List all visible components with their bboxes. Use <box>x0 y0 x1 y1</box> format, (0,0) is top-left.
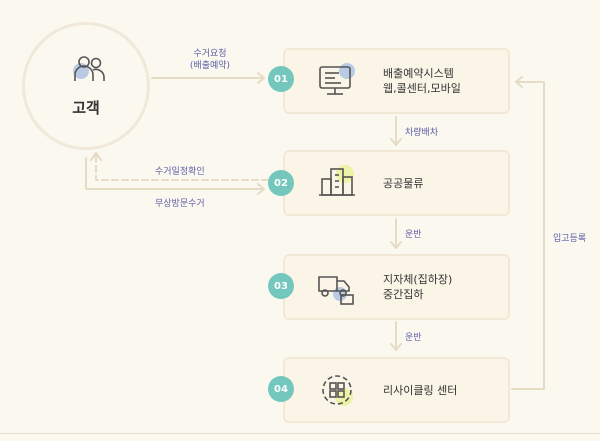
step-badge: 01 <box>268 66 294 92</box>
arrow-confirm <box>95 153 269 181</box>
step-badge: 02 <box>268 170 294 196</box>
monitor-icon <box>319 63 355 95</box>
dispatch-label: 차량배차 <box>405 128 439 138</box>
request-label-line: 수거요청 <box>193 49 227 59</box>
confirm-label: 수거일정확인 <box>155 167 205 177</box>
step-line: 중간집하 <box>383 288 424 301</box>
customer-node: 고객 <box>22 22 150 150</box>
customer-label: 고객 <box>72 99 100 117</box>
free-visit-label: 무상방문수거 <box>155 199 205 209</box>
bottom-divider <box>0 433 600 434</box>
step-line: 공공물류 <box>383 176 424 190</box>
step-text: 리사이클링 센터 <box>383 359 502 421</box>
request-label-line: (배출예약) <box>189 61 231 71</box>
arrow-warehousing <box>511 81 545 390</box>
request-label: 수거요청 (배출예약) <box>178 48 242 72</box>
recycle-icon <box>322 375 353 406</box>
step-text: 지자체(집하장) 중간집하 <box>383 256 502 318</box>
step-line: 웹,콜센터,모바일 <box>383 82 461 95</box>
step-line: 리사이클링 센터 <box>383 383 458 397</box>
step-line: 배출예약시스템 <box>383 67 454 80</box>
step-box-public-logistics: 공공물류 <box>283 150 510 216</box>
step-line: 지자체(집하장) <box>383 273 453 286</box>
step-badge: 04 <box>268 376 294 402</box>
warehousing-label: 입고등록 <box>553 234 587 244</box>
arrow-free-visit <box>85 157 265 190</box>
transport-label-1: 운반 <box>405 230 422 240</box>
users-icon <box>73 56 105 81</box>
step-text: 배출예약시스템 웹,콜센터,모바일 <box>383 50 502 112</box>
step-badge: 03 <box>268 273 294 299</box>
truck-icon <box>318 276 354 305</box>
warehouse-icon <box>319 165 355 196</box>
step-box-collection: 지자체(집하장) 중간집하 <box>283 254 510 320</box>
step-box-reservation: 배출예약시스템 웹,콜센터,모바일 <box>283 48 510 114</box>
step-text: 공공물류 <box>383 152 502 214</box>
transport-label-2: 운반 <box>405 333 422 343</box>
step-box-recycling-center: 리사이클링 센터 <box>283 357 510 423</box>
